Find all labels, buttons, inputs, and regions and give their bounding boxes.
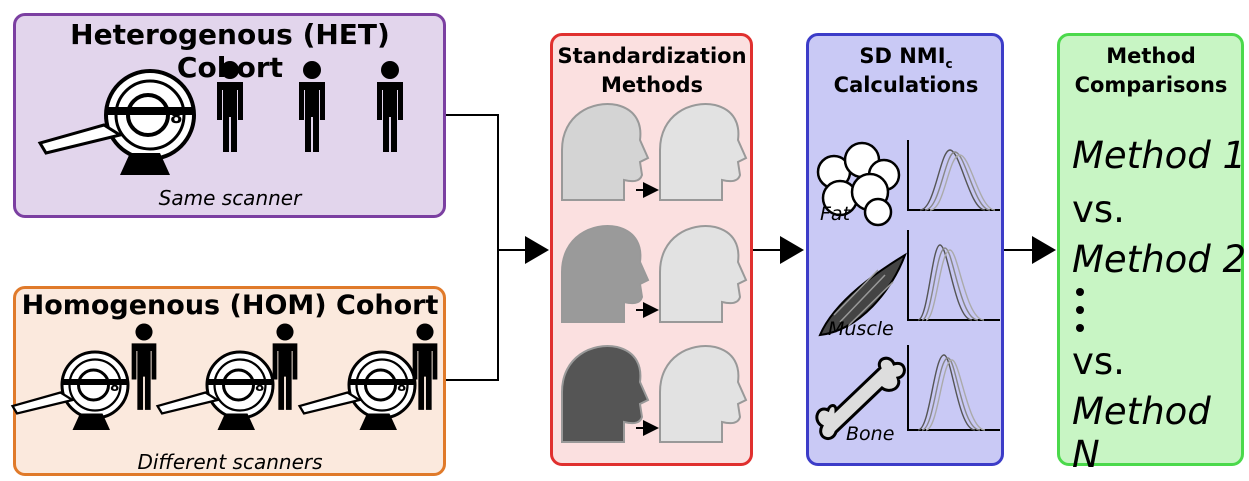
het-cohort-title: Heterogenous (HET) Cohort bbox=[70, 18, 390, 84]
sd-nmi-title-text: SD NMI bbox=[859, 44, 946, 68]
hom-person-icon bbox=[272, 323, 298, 410]
head-icon bbox=[659, 345, 747, 443]
tissue-label-bone: Bone bbox=[846, 423, 895, 445]
distribution-chart-muscle bbox=[907, 230, 1000, 321]
ellipsis-dots bbox=[1076, 288, 1084, 332]
standardization-title-line1: Standardization bbox=[557, 44, 747, 68]
vs-label-2: vs. bbox=[1072, 340, 1125, 383]
bone-icon bbox=[815, 356, 906, 441]
tissue-label-fat: Fat bbox=[820, 203, 851, 225]
comparisons-panel bbox=[1057, 33, 1244, 466]
hom-cohort-title: Homogenous (HOM) Cohort bbox=[21, 290, 439, 321]
comparisons-title-line1: Method bbox=[1106, 44, 1196, 68]
distribution-chart-bone bbox=[907, 345, 1000, 431]
hom-cohort-caption: Different scanners bbox=[137, 450, 323, 474]
comparisons-title-line2: Comparisons bbox=[1074, 73, 1228, 97]
standardization-title-line2: Methods bbox=[600, 73, 704, 97]
het-scanner-icon bbox=[38, 69, 197, 177]
fat-icon bbox=[816, 141, 901, 227]
arrow-to-sd-nmi bbox=[780, 236, 804, 264]
hom-person-icon bbox=[412, 323, 438, 410]
arrow-to-comparisons bbox=[1032, 236, 1056, 264]
method-1-label: Method 1 bbox=[1072, 134, 1247, 177]
hom-scanner-icon bbox=[156, 350, 276, 432]
head-icon bbox=[561, 225, 649, 323]
het-cohort-caption: Same scanner bbox=[158, 186, 302, 210]
muscle-icon bbox=[818, 252, 907, 337]
head-icon bbox=[659, 103, 747, 201]
merge-connector bbox=[446, 114, 525, 381]
sd-nmi-title-line1: SD NMIc bbox=[808, 44, 1004, 71]
sd-nmi-panel bbox=[806, 33, 1004, 466]
head-icon bbox=[561, 345, 649, 443]
head-icon bbox=[561, 103, 649, 201]
arrow-to-standardization bbox=[525, 236, 549, 264]
tissue-label-muscle: Muscle bbox=[828, 318, 894, 340]
vs-label-1: vs. bbox=[1072, 188, 1125, 231]
distribution-chart-fat bbox=[907, 140, 1000, 211]
head-icon bbox=[659, 225, 747, 323]
hom-scanner-icon bbox=[11, 350, 131, 432]
method-2-label: Method 2 bbox=[1072, 238, 1247, 281]
hom-person-icon bbox=[131, 323, 157, 410]
sd-nmi-subscript: c bbox=[945, 57, 953, 72]
method-n-label: Method N bbox=[1072, 390, 1211, 476]
hom-scanner-icon bbox=[298, 350, 418, 432]
sd-nmi-title-line2: Calculations bbox=[833, 73, 979, 97]
